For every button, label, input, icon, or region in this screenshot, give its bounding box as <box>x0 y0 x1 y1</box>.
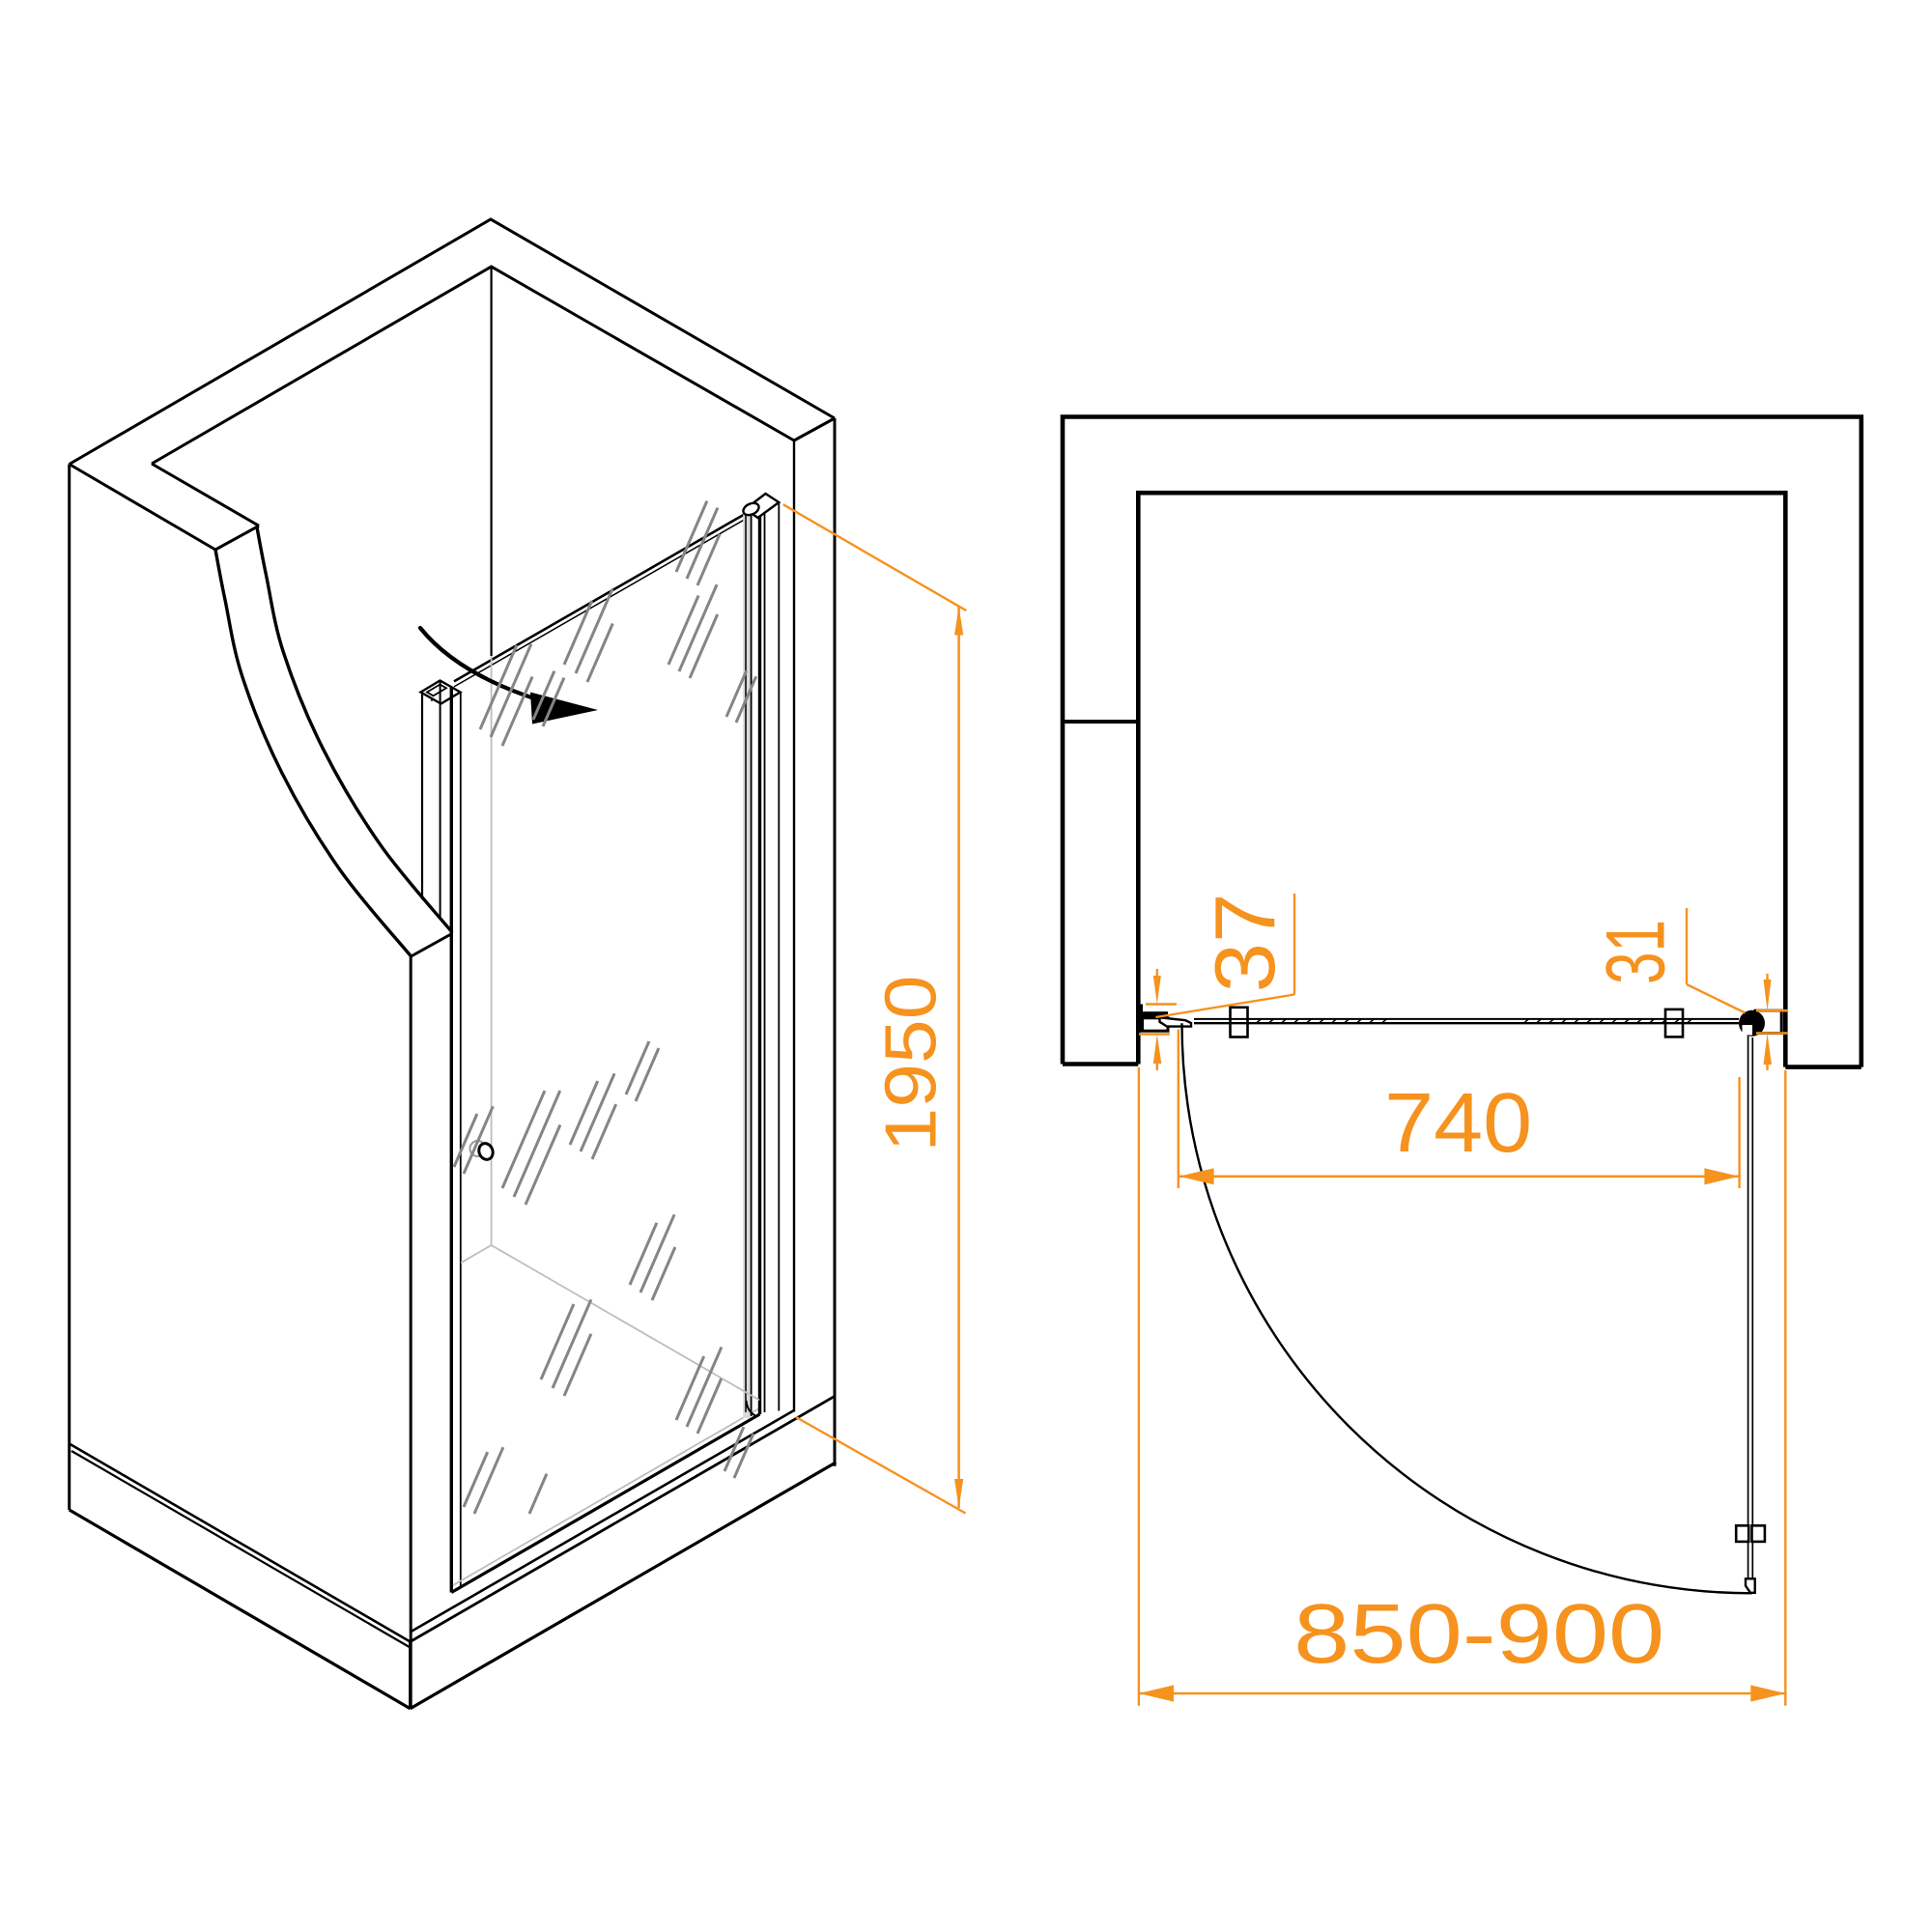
svg-text:740: 740 <box>1384 1075 1532 1169</box>
svg-text:37: 37 <box>1198 893 1293 992</box>
svg-text:31: 31 <box>1589 920 1682 984</box>
svg-text:1950: 1950 <box>870 975 952 1151</box>
svg-text:850-900: 850-900 <box>1293 1587 1664 1681</box>
